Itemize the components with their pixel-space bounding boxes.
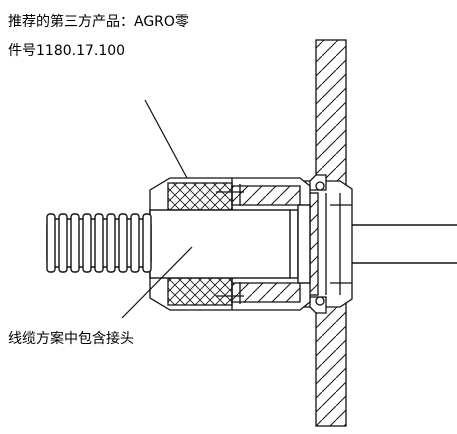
leader-line-bottom xyxy=(121,246,193,319)
leader-lines xyxy=(121,99,193,319)
gland-body xyxy=(303,174,353,314)
caption-line-2: 件号1180.17.100 xyxy=(8,43,126,59)
caption-line-1: 推荐的第三方产品：AGRO零 xyxy=(8,14,189,30)
caption: 推荐的第三方产品：AGRO零 件号1180.17.100 xyxy=(8,8,308,66)
label-cable-solution: 线缆方案中包含接头 xyxy=(8,331,134,347)
leader-line-top xyxy=(144,99,188,179)
cable xyxy=(342,224,457,264)
corrugated-conduit xyxy=(46,213,152,273)
panel-wall xyxy=(315,39,347,427)
inner-insert xyxy=(149,204,311,284)
